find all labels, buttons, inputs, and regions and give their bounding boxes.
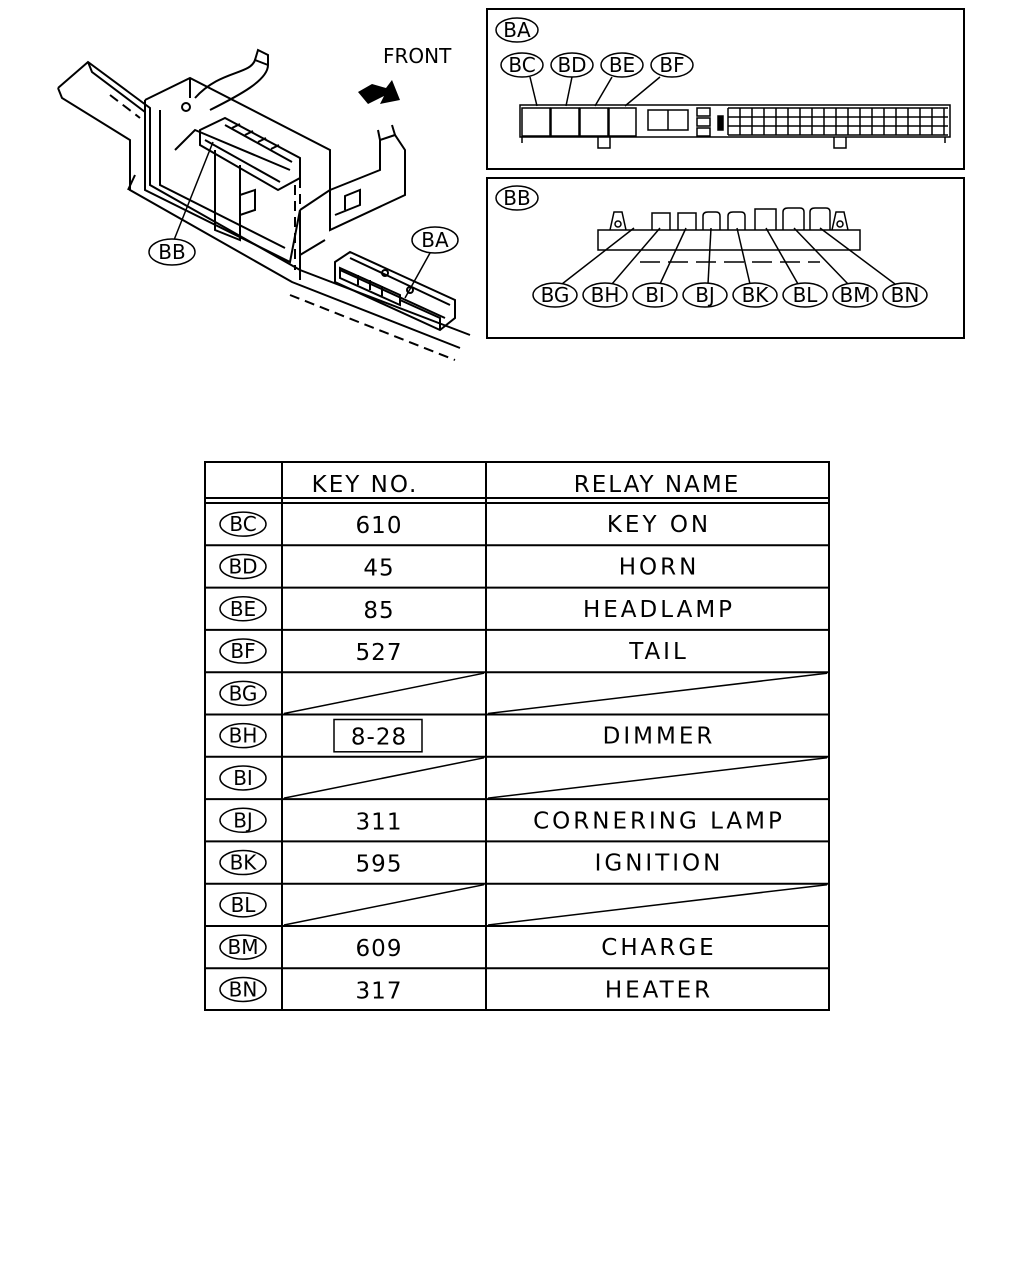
table-row: BK 595 IGNITION: [205, 849, 829, 885]
callout-ba: BA: [404, 226, 459, 299]
table-row: BI: [205, 757, 829, 801]
callout-bb-label: BB: [158, 240, 185, 264]
panel-bb-label-bi: BI: [645, 283, 665, 307]
row-relay-name: HORN: [619, 554, 700, 580]
row-code: BL: [231, 893, 257, 917]
row-code: BM: [228, 935, 259, 959]
table-row: BE 85 HEADLAMP: [205, 596, 829, 631]
row-code-badge: [219, 976, 267, 1003]
row-code-badge: [219, 934, 267, 960]
row-key-blank-slash: [283, 672, 485, 715]
row-code: BD: [228, 554, 257, 578]
row-key-no: 311: [356, 809, 403, 835]
row-relay-name: HEADLAMP: [583, 597, 735, 623]
front-label: FRONT: [383, 44, 452, 68]
table-row: BH 8-28 DIMMER: [205, 718, 829, 758]
frame-drawing: [57, 48, 471, 361]
row-code: BF: [230, 639, 255, 663]
panel-bb-relay-labels: BG BH BI BJ BK BL BM BN: [532, 227, 928, 308]
panel-bb-label-bg: BG: [541, 283, 570, 307]
row-code-badge: [219, 892, 267, 918]
row-relay-name: HEATER: [605, 977, 713, 1003]
row-code: BJ: [233, 808, 253, 832]
panel-bb: BB BG BH BI: [486, 177, 965, 339]
panel-ba-label-bf: BF: [659, 53, 684, 77]
row-relay-name: TAIL: [628, 639, 689, 665]
row-name-blank-slash: [487, 883, 828, 926]
panel-bb-title: BB: [503, 186, 530, 210]
row-code: BE: [230, 597, 256, 621]
row-key-no: 45: [363, 555, 394, 581]
row-code: BK: [230, 851, 258, 875]
row-key-blank-slash: [283, 883, 485, 926]
callout-ba-label: BA: [421, 228, 449, 252]
row-key-box: [333, 718, 423, 753]
panel-ba: BA BC BD BE BF: [486, 8, 965, 170]
row-key-no: 317: [356, 978, 403, 1004]
row-relay-name: DIMMER: [603, 724, 716, 750]
row-key-no: 595: [356, 852, 403, 878]
row-relay-name: CHARGE: [601, 935, 716, 961]
panel-bb-label-bn: BN: [891, 283, 920, 307]
row-key-no: 609: [356, 936, 403, 962]
panel-ba-relay-labels: BC BD BE BF: [500, 52, 694, 107]
table-row: BD 45 HORN: [205, 553, 829, 589]
panel-bb-label-bh: BH: [591, 283, 620, 307]
row-key-no: 527: [356, 640, 403, 666]
row-code-badge: [219, 638, 267, 664]
table-header-relay-name: RELAY NAME: [574, 472, 740, 498]
row-key-no: 8-28: [351, 725, 407, 751]
panel-bb-label-bk: BK: [742, 283, 770, 307]
panel-ba-label-bc: BC: [508, 53, 535, 77]
row-code: BN: [229, 977, 258, 1001]
row-code: BG: [229, 681, 258, 705]
panel-ba-title: BA: [503, 18, 531, 42]
panel-bb-label-bm: BM: [840, 283, 871, 307]
row-key-no: 85: [363, 598, 394, 624]
callout-bb: BB: [148, 141, 214, 266]
table-row: BL: [205, 883, 829, 927]
row-code-badge: [219, 511, 267, 537]
row-code: BC: [229, 512, 256, 536]
table-row: BM 609 CHARGE: [205, 934, 829, 970]
row-code-badge: [219, 596, 267, 622]
panel-bb-label-bj: BJ: [695, 283, 715, 307]
table-rows: BC 610 KEY ON BD 45 HORN BE 85 HEADLAMP BF 527 TAIL…: [205, 511, 829, 1004]
row-name-blank-slash: [487, 757, 828, 799]
row-relay-name: IGNITION: [595, 851, 724, 877]
table-row: BC 610 KEY ON: [205, 511, 829, 547]
panel-ba-label-be: BE: [609, 53, 635, 77]
table-header-row: KEY NO. RELAY NAME: [312, 472, 740, 498]
row-code: BH: [229, 724, 258, 748]
row-code-badge: [219, 849, 267, 876]
row-relay-name: CORNERING LAMP: [533, 808, 785, 834]
table-row: BN 317 HEATER: [219, 976, 713, 1004]
row-code-badge: [219, 553, 267, 580]
panel-ba-fuse-box: [519, 104, 951, 149]
table-row: BF 527 TAIL: [205, 638, 829, 674]
panel-ba-label-bd: BD: [557, 53, 586, 77]
row-relay-name: KEY ON: [607, 512, 711, 538]
row-code-badge: [219, 680, 267, 707]
table-row: BG: [205, 672, 829, 716]
row-key-blank-slash: [283, 757, 485, 799]
table-header-key-no: KEY NO.: [312, 472, 419, 498]
front-arrow-icon: [358, 80, 400, 104]
table-row: BJ 311 CORNERING LAMP: [205, 807, 829, 843]
row-code: BI: [233, 766, 253, 790]
relay-table: KEY NO. RELAY NAME BC 610 KEY ON BD 45 HORN BE…: [204, 461, 830, 1011]
row-name-blank-slash: [487, 672, 828, 715]
row-code-badge: [219, 807, 267, 833]
row-key-no: 610: [356, 513, 403, 539]
row-code-badge: [219, 722, 267, 749]
row-code-badge: [219, 765, 267, 791]
panel-bb-label-bl: BL: [793, 283, 819, 307]
